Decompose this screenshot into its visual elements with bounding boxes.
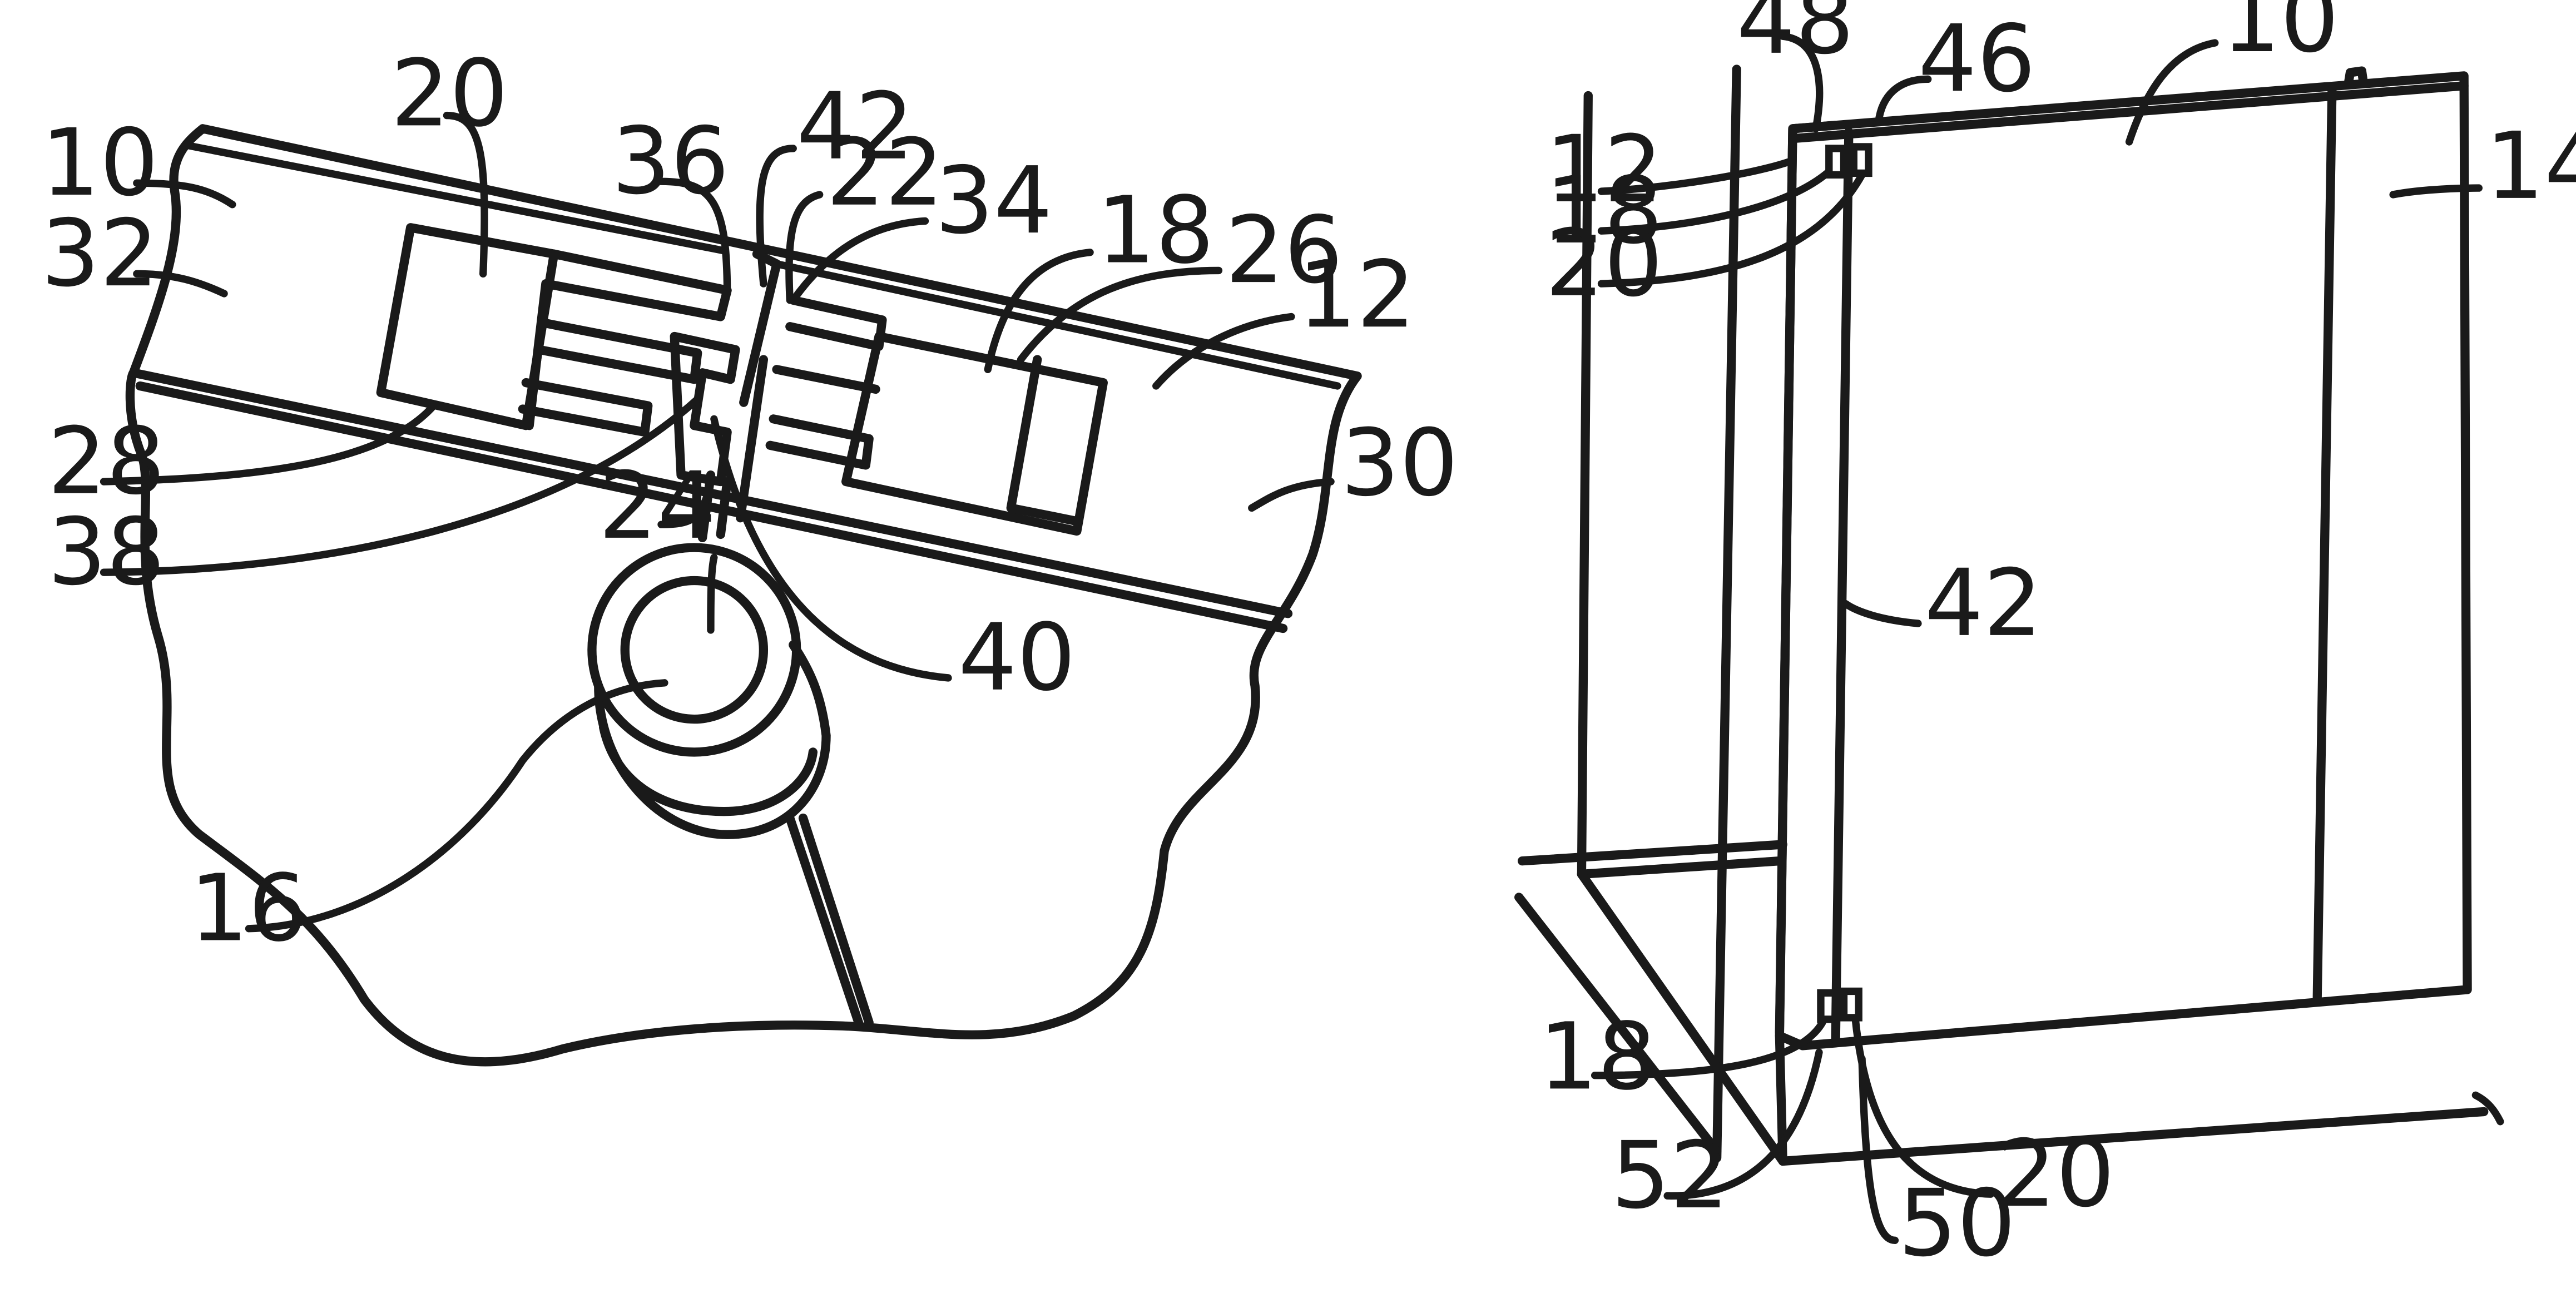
label-18-right-bottom: 18 xyxy=(1539,1003,1656,1111)
label-24: 24 xyxy=(598,453,716,560)
label-20-left: 20 xyxy=(391,40,508,147)
label-42-right: 42 xyxy=(1925,550,2042,657)
label-46: 46 xyxy=(1918,6,2035,113)
label-38: 38 xyxy=(48,499,165,606)
label-14: 14 xyxy=(2485,113,2576,220)
connector-20-block xyxy=(381,227,554,425)
connector-20-bottom-box xyxy=(1844,991,1859,1017)
label-40: 40 xyxy=(958,605,1076,712)
label-48: 48 xyxy=(1737,0,1854,75)
seam-42-line xyxy=(1836,132,1849,1039)
left-figure-enlarged-joint-view: 10 32 20 36 42 22 34 18 26 12 28 24 30 3… xyxy=(41,40,1458,1062)
connector-20-top-box xyxy=(1854,147,1869,173)
label-18-left: 18 xyxy=(1097,177,1214,285)
label-12-left: 12 xyxy=(1298,241,1415,349)
floor-line-bottom xyxy=(1582,861,1780,874)
lower-seam-lines xyxy=(790,818,869,1024)
connector-18-bottom-box xyxy=(1821,993,1836,1019)
panel-10-outline xyxy=(1780,76,2468,1046)
connector-18-block xyxy=(846,336,1103,531)
left-frame-vertical-2 xyxy=(1717,70,1737,1158)
label-22: 22 xyxy=(826,120,944,227)
label-36: 36 xyxy=(612,108,729,215)
floor-line-top xyxy=(1522,845,1783,861)
label-32: 32 xyxy=(41,200,158,308)
label-50: 50 xyxy=(1898,1170,2015,1277)
label-16: 16 xyxy=(190,855,307,963)
label-34: 34 xyxy=(935,147,1052,255)
label-20-right-top: 20 xyxy=(1545,210,1663,318)
post-16-inner-ring xyxy=(625,581,764,719)
label-30: 30 xyxy=(1341,410,1458,517)
connector-18-fingers xyxy=(770,300,1077,521)
panel-edge-thickness xyxy=(1780,125,1836,1032)
label-52: 52 xyxy=(1611,1122,1728,1230)
label-10-right: 10 xyxy=(2222,0,2339,73)
panel-14-seam xyxy=(2317,89,2332,999)
right-figure-panel-assembly-view: 48 46 10 12 18 20 14 42 18 52 20 50 xyxy=(1519,0,2576,1277)
